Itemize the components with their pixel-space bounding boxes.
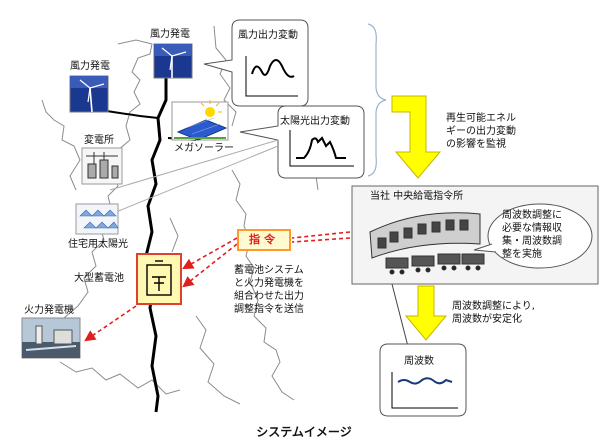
diagram-caption: システムイメージ [256, 425, 352, 439]
monitor-text-line-3: の影響を監視 [446, 139, 506, 150]
stabilize-arrow [404, 285, 448, 341]
thermal-power-label: 火力発電機 [24, 305, 74, 316]
battery-icon [146, 260, 172, 296]
mega-solar-image [171, 100, 229, 141]
solar-fluctuation-bubble [239, 105, 365, 179]
stabilize-text-line-1: 周波数調整により, [452, 301, 535, 312]
monitor-arrow [391, 95, 442, 179]
send-text-line-2: と火力発電機を [234, 278, 304, 289]
transmission-line [144, 70, 168, 413]
center-bubble-shape [473, 203, 593, 269]
wind-turbine-photo-top [153, 43, 193, 79]
control-center-label: 当社 中央給電指令所 [370, 191, 464, 202]
solar-output-fluctuation-label: 太陽光出力変動 [280, 116, 350, 127]
send-text-line-3: 組合わせた出力 [234, 291, 304, 302]
wind-fluctuation-bubble [203, 19, 309, 107]
substation-label: 変電所 [84, 135, 114, 146]
center-bubble-line-2: 必要な情報収 [502, 223, 562, 234]
substation-image [81, 147, 123, 185]
mega-solar-label: メガソーラー [174, 143, 234, 154]
residential-solar-label: 住宅用太陽光 [68, 239, 128, 250]
center-bubble-line-1: 周波数調整に [502, 210, 562, 221]
frequency-bubble [379, 343, 467, 417]
wind-power-label-top: 風力発電 [150, 29, 190, 40]
stabilize-text-line-2: 周波数が安定化 [452, 314, 522, 325]
wind-power-label-left: 風力発電 [70, 61, 110, 72]
thermal-plant-photo [21, 317, 81, 359]
brace [367, 23, 387, 177]
wind-turbine-photo-left [69, 75, 109, 113]
command-arrows [84, 231, 351, 342]
send-text-line-4: 調整指令を送信 [234, 304, 304, 315]
wind-output-fluctuation-label: 風力出力変動 [238, 30, 298, 41]
frequency-label: 周波数 [404, 356, 434, 367]
center-bubble-line-3: 集・周波数調 [502, 236, 562, 247]
command-box: 指令 [237, 229, 291, 251]
send-text-line-1: 蓄電池システム [234, 265, 304, 276]
large-battery-label: 大型蓄電池 [74, 273, 124, 284]
solar-pointer-lines [109, 139, 279, 213]
residential-solar-image [75, 203, 119, 235]
center-bubble-line-4: 整を実施 [502, 249, 542, 260]
control-room-icon [369, 212, 485, 275]
monitor-text-line-2: ギーの出力変動 [446, 126, 516, 137]
monitor-text-line-1: 再生可能エネル [446, 113, 516, 124]
